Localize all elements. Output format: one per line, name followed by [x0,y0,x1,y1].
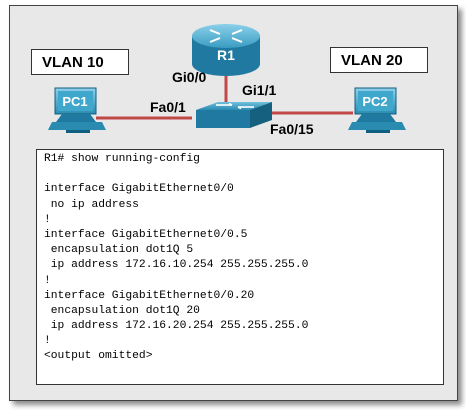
interface-fa0-15-label: Fa0/15 [270,121,314,137]
pc2-label: PC2 [362,94,387,109]
config-line: encapsulation dot1Q 20 [44,304,200,317]
config-line: <output omitted> [44,350,153,363]
interface-fa0-1-label: Fa0/1 [150,99,186,115]
vlan-10-label: VLAN 10 [31,49,129,75]
pc1-icon[interactable]: PC1 [48,87,106,133]
router-label: R1 [217,47,235,63]
network-topology: R1 PC1 [48,24,406,133]
config-line: ! [44,213,51,226]
config-line: interface GigabitEthernet0/0.20 [44,289,255,302]
pc2-icon[interactable]: PC2 [348,87,406,133]
switch-icon[interactable] [196,102,272,128]
config-line: encapsulation dot1Q 5 [44,244,194,257]
vlan-20-label: VLAN 20 [330,47,428,73]
router-r1-icon[interactable]: R1 [192,24,260,76]
diagram-frame: R1 PC1 [9,5,458,401]
config-line [44,167,443,182]
config-line: interface GigabitEthernet0/0 [44,183,234,196]
interface-gi1-1-label: Gi1/1 [242,82,277,98]
config-line: R1# show running-config [44,153,200,165]
running-config-output: R1# show running-config interface Gigabit… [36,149,444,385]
config-line: no ip address [44,198,139,211]
config-line: ! [44,335,51,348]
config-line: ! [44,274,51,287]
pc1-label: PC1 [62,94,87,109]
config-line: interface GigabitEthernet0/0.5 [44,228,248,241]
config-line: ip address 172.16.20.254 255.255.255.0 [44,320,309,333]
interface-gi0-0-label: Gi0/0 [172,69,207,85]
config-line: ip address 172.16.10.254 255.255.255.0 [44,259,309,272]
